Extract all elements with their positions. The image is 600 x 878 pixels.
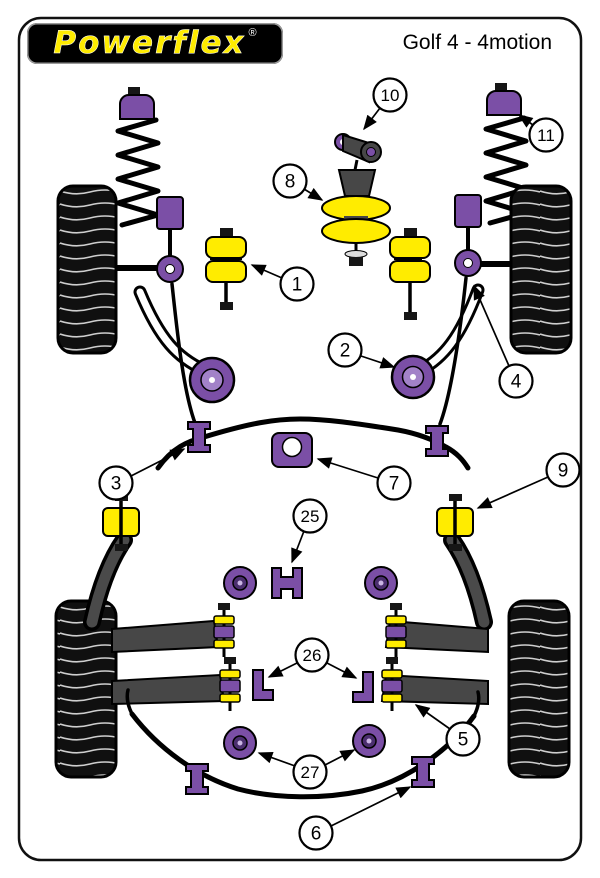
rear-upper-arm-left — [111, 603, 235, 657]
callout-9: 9 — [476, 452, 581, 509]
diff-mount-bushing-right — [364, 566, 398, 600]
callout-26: 26 — [267, 637, 358, 679]
svg-text:25: 25 — [301, 507, 320, 526]
callout-8: 8 — [272, 163, 324, 201]
svg-text:27: 27 — [301, 763, 320, 782]
front-wishbone-left — [133, 285, 211, 377]
rear-upper-arm-right — [384, 603, 489, 657]
arb-clamp-bushing — [271, 432, 313, 468]
top-mount-left — [119, 94, 155, 120]
subframe-bushing-right — [352, 724, 386, 758]
callout-1: 1 — [250, 264, 315, 302]
registered-trademark-symbol: ® — [248, 27, 257, 39]
callout-11: 11 — [517, 114, 564, 153]
front-right-strut — [454, 83, 529, 251]
svg-text:10: 10 — [381, 86, 400, 105]
callout-4: 4 — [473, 284, 534, 399]
svg-text:5: 5 — [458, 730, 469, 751]
strut-bushing-left — [156, 196, 184, 230]
subframe-bracket-left — [252, 669, 274, 701]
svg-text:11: 11 — [537, 126, 555, 145]
rear-lower-arm-left — [111, 657, 241, 711]
svg-text:4: 4 — [511, 372, 522, 393]
rear-suspension — [54, 494, 571, 800]
callout-6: 6 — [298, 786, 412, 851]
drop-link-right — [438, 276, 468, 426]
front-left-strut — [115, 87, 184, 257]
callout-5: 5 — [414, 704, 481, 757]
top-mount-right — [486, 90, 522, 116]
trailing-arm-bushing-left — [102, 494, 140, 551]
front-arm-front-bushing-left — [205, 228, 247, 310]
arb-bushing-rear-left — [185, 763, 209, 795]
subframe-bushing-left — [223, 726, 257, 760]
svg-text:2: 2 — [340, 341, 351, 362]
front-suspension — [56, 83, 573, 471]
callout-10: 10 — [363, 77, 408, 131]
svg-text:7: 7 — [389, 474, 400, 495]
callout-2: 2 — [327, 332, 396, 369]
ball-joint-left — [156, 255, 184, 283]
subframe-bracket-right — [352, 671, 374, 703]
callout-7: 7 — [316, 457, 412, 501]
svg-text:9: 9 — [558, 461, 569, 482]
wishbone-rear-bushing-left — [188, 356, 236, 404]
front-wishbone-right — [414, 283, 485, 377]
rear-lower-arm-right — [380, 657, 489, 711]
border-frame — [17, 16, 583, 862]
front-left-tyre — [56, 184, 118, 355]
callout-25: 25 — [291, 498, 328, 564]
front-arm-front-bushing-right — [389, 228, 431, 320]
trailing-arm-right — [443, 531, 493, 631]
diff-mount-insert — [271, 567, 303, 599]
brand-wordmark: Powerflex — [53, 25, 246, 61]
trailing-arm-bushing-right — [436, 494, 474, 551]
wishbone-rear-bushing-right — [390, 354, 436, 400]
svg-text:8: 8 — [285, 172, 296, 193]
engine-mount-bushing — [321, 169, 391, 266]
svg-text:1: 1 — [292, 275, 303, 296]
rear-right-tyre — [507, 599, 571, 779]
ball-joint-right — [454, 249, 482, 277]
powerflex-logo: Powerflex ® — [27, 23, 283, 64]
diff-mount-bushing-left — [223, 566, 257, 600]
svg-text:26: 26 — [303, 646, 322, 665]
coil-spring-right — [483, 115, 529, 226]
drop-link-left — [170, 282, 197, 425]
callout-27: 27 — [257, 749, 356, 790]
svg-text:6: 6 — [311, 824, 322, 845]
callout-3: 3 — [98, 448, 186, 501]
coil-spring-left — [115, 117, 161, 228]
page-title: Golf 4 - 4motion — [402, 31, 552, 54]
strut-bushing-right — [454, 194, 482, 228]
dog-bone-mount — [334, 133, 382, 171]
svg-text:3: 3 — [111, 474, 122, 495]
front-right-tyre — [509, 184, 573, 355]
